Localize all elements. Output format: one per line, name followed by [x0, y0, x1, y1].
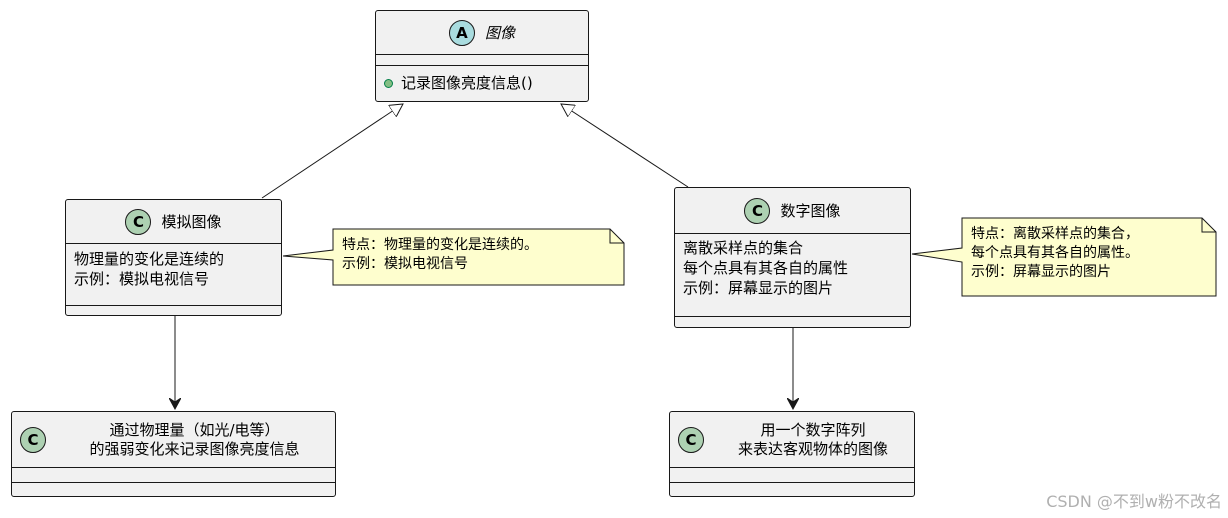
abstract-class-icon: A [448, 19, 475, 46]
class-analog-name: 模拟图像 [161, 212, 222, 231]
analog-field-1: 物理量的变化是连续的 [74, 250, 225, 268]
class-icon: C [744, 197, 771, 224]
note-analog-text: 特点：物理量的变化是连续的。 示例：模拟电视信号 [342, 236, 538, 274]
class-image-fields [376, 55, 588, 66]
note-digital-line-1: 特点：离散采样点的集合， [971, 226, 1139, 242]
analog-detail-name-2: 的强弱变化来记录图像亮度信息 [89, 439, 300, 458]
class-image-header: A 图像 [376, 11, 588, 55]
class-icon: C [125, 208, 152, 235]
analog-detail-name-1: 通过物理量（如光/电等） [109, 420, 280, 439]
class-analog-detail[interactable]: C 通过物理量（如光/电等） 的强弱变化来记录图像亮度信息 [11, 411, 336, 497]
class-digital-detail[interactable]: C 用一个数字阵列 来表达客观物体的图像 [669, 411, 915, 497]
class-digital-detail-fields [670, 468, 914, 483]
note-analog-line-2: 示例：模拟电视信号 [342, 256, 468, 272]
note-digital [911, 217, 1217, 297]
class-digital-detail-header: C 用一个数字阵列 来表达客观物体的图像 [670, 412, 914, 468]
class-image-methods: 记录图像亮度信息() [376, 66, 588, 96]
digital-field-2: 每个点具有其各自的属性 [683, 259, 849, 277]
digital-field-1: 离散采样点的集合 [683, 239, 804, 257]
class-digital-methods [675, 316, 910, 317]
analog-field-2: 示例：模拟电视信号 [74, 270, 210, 288]
public-method-icon [384, 78, 393, 88]
digital-detail-name-1: 用一个数字阵列 [760, 420, 866, 439]
class-icon: C [678, 426, 704, 453]
note-digital-text: 特点：离散采样点的集合， 每个点具有其各自的属性。 示例：屏幕显示的图片 [971, 225, 1139, 282]
class-image-name: 图像 [484, 23, 515, 42]
class-analog-header: C 模拟图像 [66, 200, 281, 244]
class-digital-image[interactable]: C 数字图像 离散采样点的集合 每个点具有其各自的属性 示例：屏幕显示的图片 [674, 187, 911, 328]
digital-field-3: 示例：屏幕显示的图片 [683, 279, 834, 297]
watermark: CSDN @不到w粉不改名 [1046, 492, 1222, 511]
class-analog-detail-fields [12, 468, 335, 483]
note-analog-line-1: 特点：物理量的变化是连续的。 [342, 237, 538, 253]
method-record-brightness: 记录图像亮度信息() [401, 74, 533, 92]
class-analog-fields: 物理量的变化是连续的 示例：模拟电视信号 [66, 244, 281, 305]
class-analog-detail-header: C 通过物理量（如光/电等） 的强弱变化来记录图像亮度信息 [12, 412, 335, 468]
note-analog [282, 228, 625, 286]
class-analog-methods [66, 305, 281, 306]
digital-detail-name-2: 来表达客观物体的图像 [737, 439, 888, 458]
note-digital-line-2: 每个点具有其各自的属性。 [971, 245, 1139, 261]
class-digital-fields: 离散采样点的集合 每个点具有其各自的属性 示例：屏幕显示的图片 [675, 234, 910, 316]
class-digital-header: C 数字图像 [675, 188, 910, 234]
inheritance-edge-analog [261, 104, 403, 199]
note-analog-fold [609, 229, 624, 244]
note-digital-line-3: 示例：屏幕显示的图片 [971, 264, 1111, 280]
class-digital-name: 数字图像 [780, 201, 841, 220]
class-analog-image[interactable]: C 模拟图像 物理量的变化是连续的 示例：模拟电视信号 [65, 199, 282, 316]
note-digital-fold [1201, 218, 1216, 233]
inheritance-edge-digital [561, 104, 689, 188]
class-icon: C [20, 426, 46, 453]
class-image-abstract[interactable]: A 图像 记录图像亮度信息() [375, 10, 589, 102]
